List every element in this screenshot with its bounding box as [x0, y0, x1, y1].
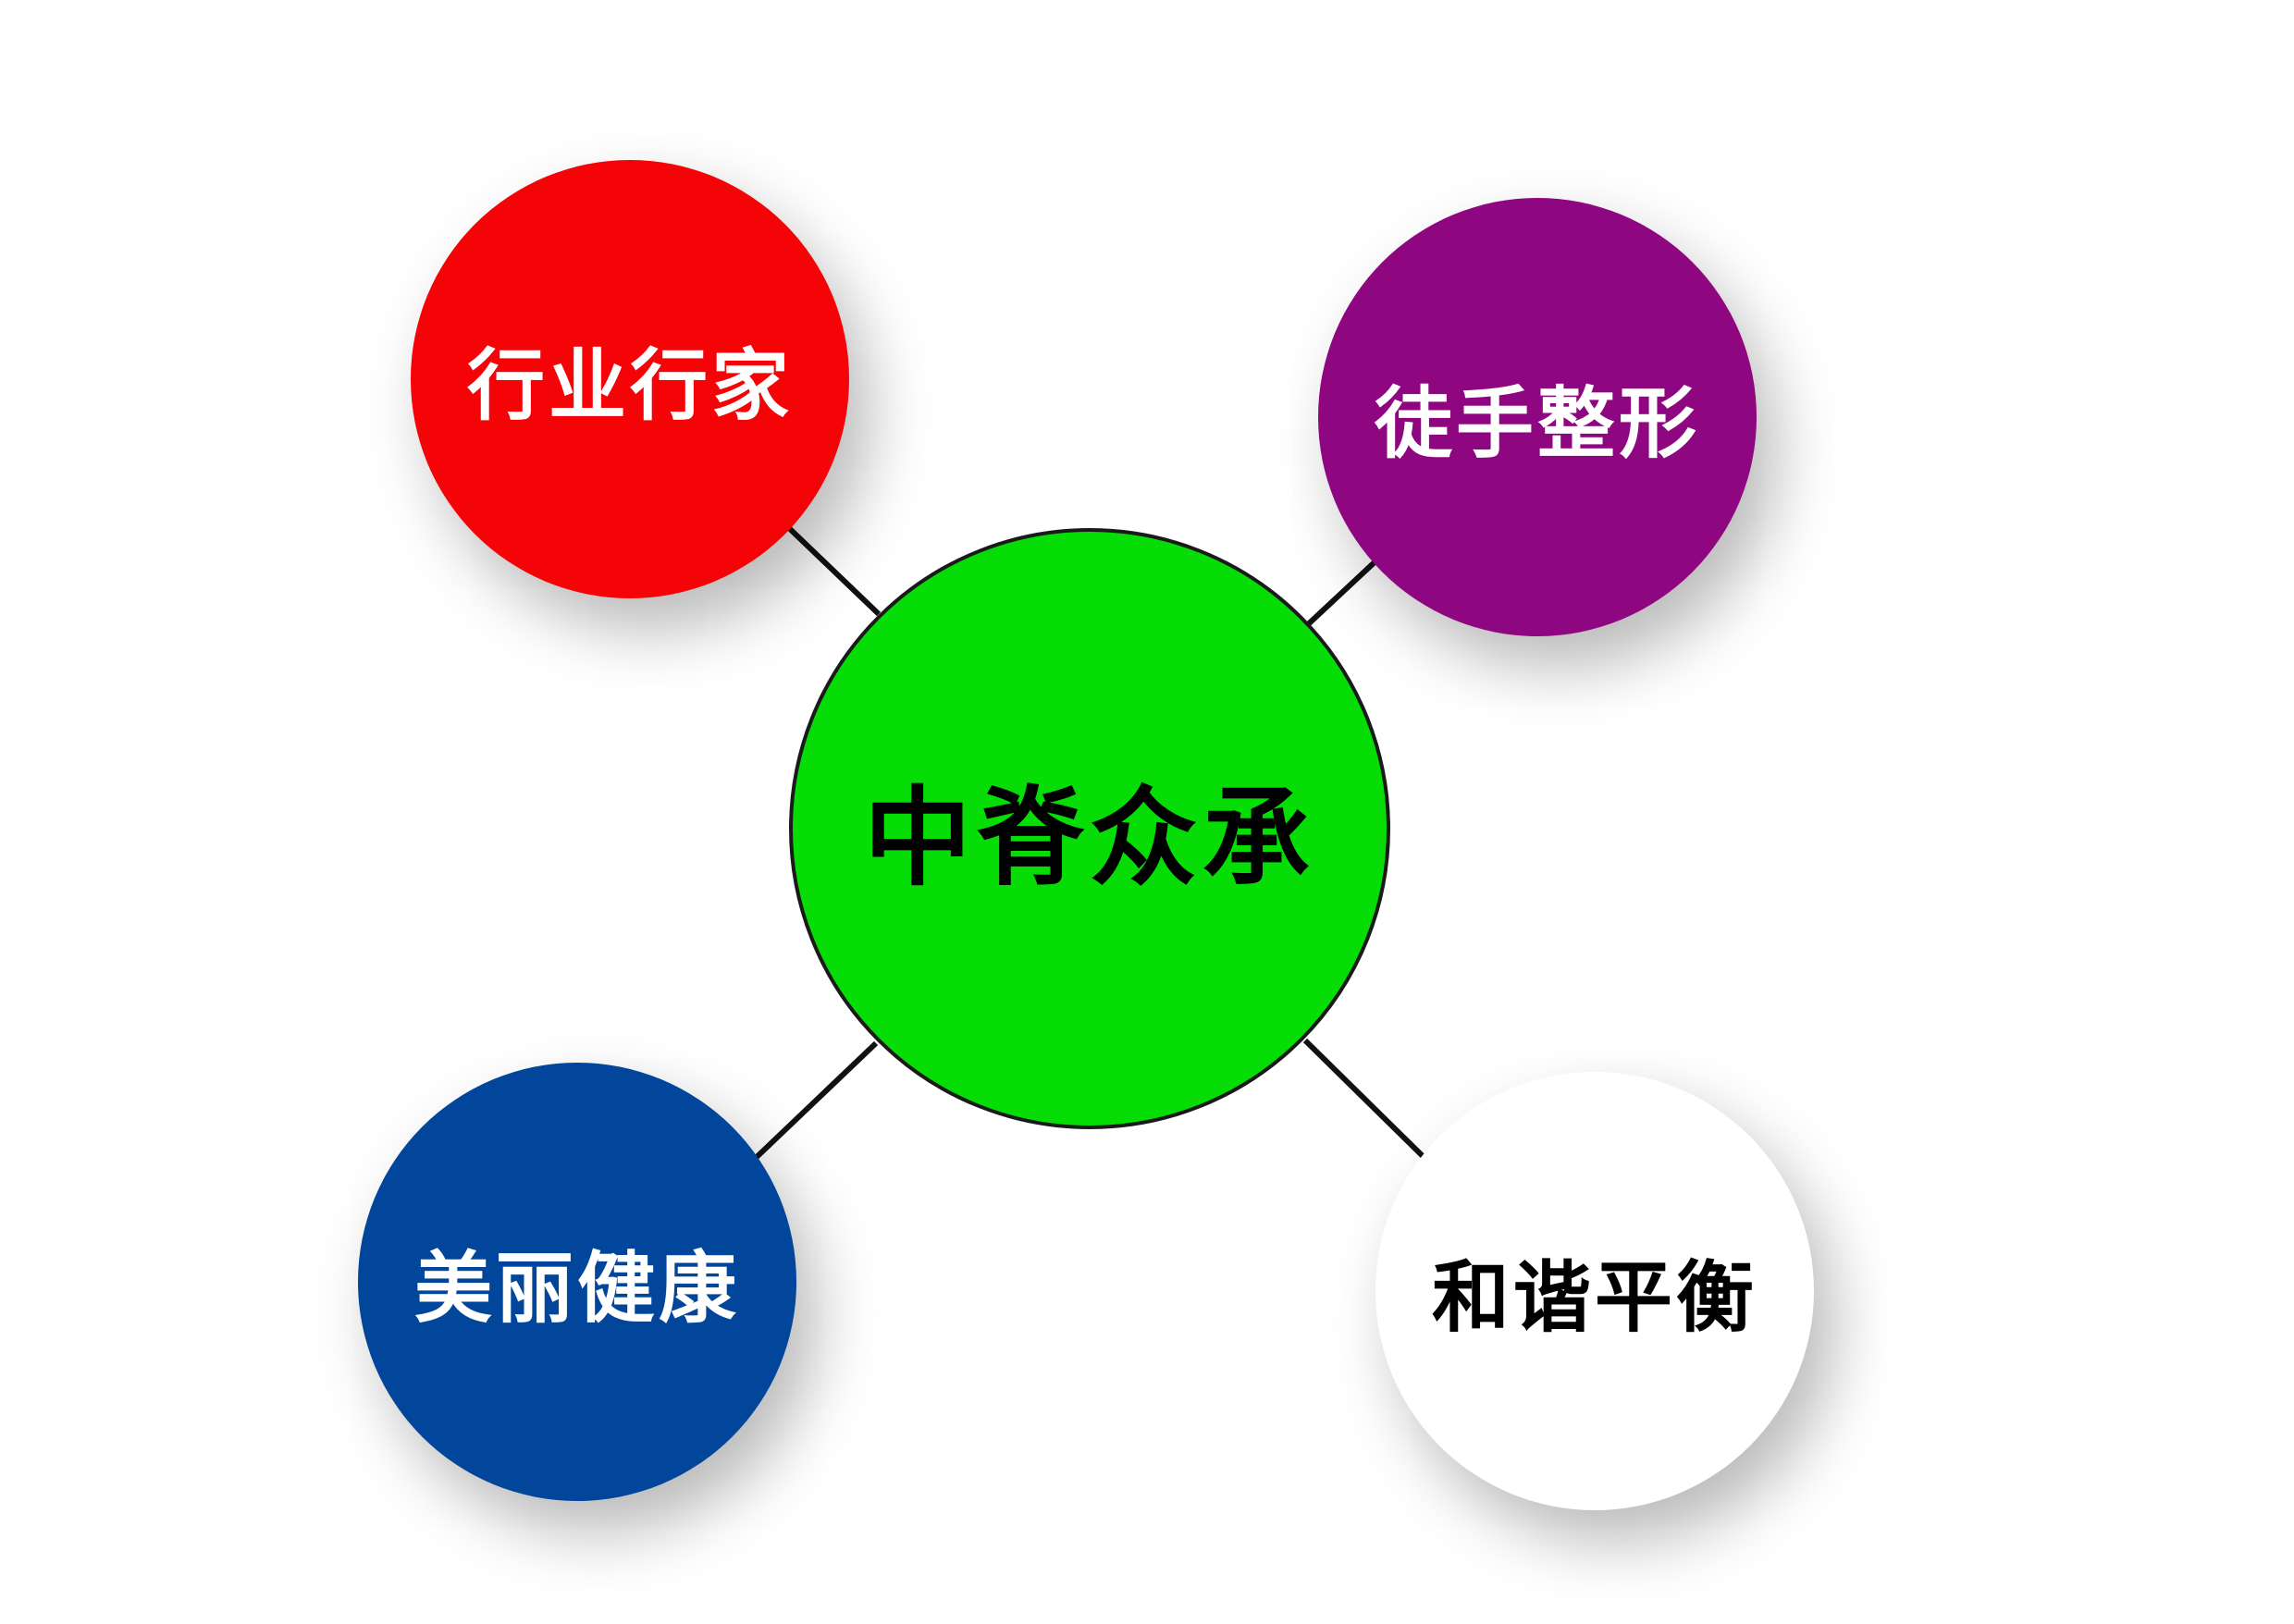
connector-bottom-right [1302, 1038, 1425, 1159]
node-bottom-left-label: 美丽健康 [413, 1241, 740, 1334]
node-center-label: 中脊众承 [864, 775, 1315, 901]
node-bottom-right: 和谐平衡 [1375, 1072, 1814, 1510]
node-center: 中脊众承 [789, 528, 1390, 1129]
node-top-right: 徒手整形 [1318, 198, 1757, 636]
connector-top-right [1303, 559, 1378, 629]
node-top-left: 行业行家 [411, 160, 849, 598]
connector-top-left [786, 525, 882, 617]
node-top-left-label: 行业行家 [466, 338, 793, 431]
node-bottom-left: 美丽健康 [358, 1063, 796, 1501]
connector-bottom-left [753, 1040, 879, 1161]
node-top-right-label: 徒手整形 [1374, 376, 1700, 469]
node-bottom-right-label: 和谐平衡 [1431, 1250, 1758, 1343]
